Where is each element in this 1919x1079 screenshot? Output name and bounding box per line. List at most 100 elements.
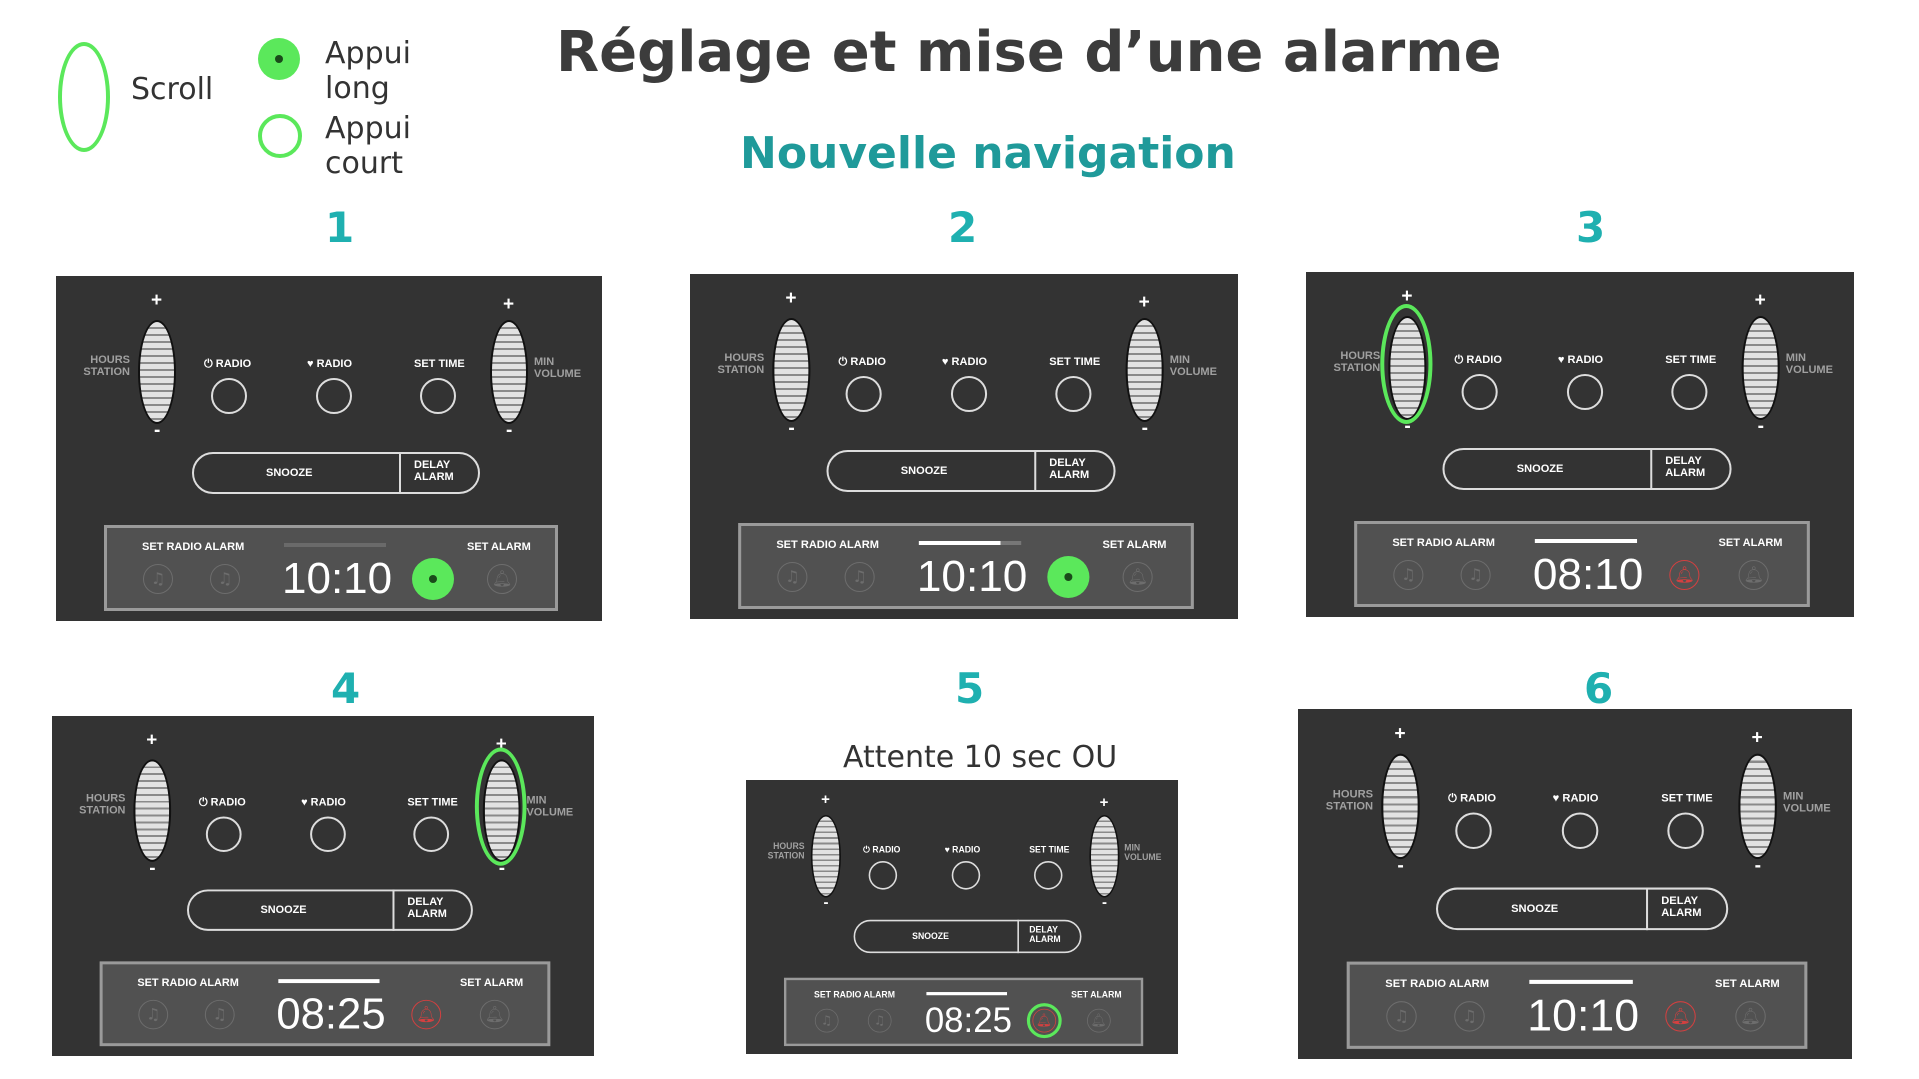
step-number: 6 [1584, 664, 1614, 713]
snooze-button[interactable]: SNOOZE [912, 931, 949, 942]
music-note-icon[interactable]: ♫ [1454, 1001, 1485, 1032]
hours-station-wheel[interactable] [138, 320, 176, 424]
radio-power-button[interactable] [1461, 374, 1498, 410]
radio-favorite-button[interactable] [1566, 374, 1604, 410]
short-press-highlight [1026, 1003, 1062, 1039]
progress-bar [278, 979, 380, 984]
min-volume-wheel[interactable] [1738, 753, 1777, 860]
hours-minus-label: - [1404, 416, 1411, 437]
progress-bar [284, 543, 386, 547]
scroll-highlight [1380, 304, 1433, 424]
radio-power-button[interactable] [211, 378, 247, 414]
bar-divider [1650, 448, 1653, 490]
bell-icon[interactable]: 🔔︎ [1738, 560, 1769, 590]
radio-power-button[interactable] [868, 861, 898, 890]
snooze-button[interactable]: SNOOZE [1511, 902, 1559, 915]
min-volume-wheel[interactable] [1089, 814, 1120, 898]
min-volume-wheel[interactable] [1125, 318, 1164, 422]
bell-icon[interactable]: 🔔︎ [487, 564, 517, 594]
min-plus-label: + [495, 733, 507, 755]
hours-station-wheel[interactable] [1381, 753, 1420, 860]
short-press-legend-label: Appui court [325, 111, 411, 181]
radio-power-button[interactable] [205, 816, 242, 852]
min-minus-label: - [1757, 416, 1764, 437]
radio-favorite-button[interactable] [310, 816, 346, 852]
min-plus-label: + [503, 294, 515, 315]
page-title: Réglage et mise d’une alarme [556, 20, 1502, 85]
bell-icon[interactable]: 🔔︎ [1087, 1008, 1111, 1033]
radio-favorite-button[interactable] [316, 378, 352, 414]
radio-heart-label: ♥ RADIO [301, 796, 346, 809]
music-note-icon[interactable]: ♫ [143, 564, 173, 594]
snooze-button[interactable]: SNOOZE [266, 467, 313, 479]
snooze-button[interactable]: SNOOZE [260, 904, 307, 917]
radio-favorite-button[interactable] [951, 861, 981, 890]
hours-station-wheel[interactable] [133, 759, 172, 862]
min-plus-label: + [1751, 727, 1763, 749]
bell-icon[interactable]: 🔔︎ [1669, 560, 1700, 590]
set-time-button[interactable] [413, 816, 450, 852]
radio-heart-label: ♥ RADIO [307, 358, 353, 370]
music-note-icon[interactable]: ♫ [138, 999, 169, 1030]
music-note-icon[interactable]: ♫ [867, 1008, 892, 1033]
set-time-button[interactable] [1055, 376, 1092, 412]
min-minus-label: - [1754, 855, 1762, 877]
lcd-display [738, 523, 1194, 609]
music-note-icon[interactable]: ♫ [777, 562, 808, 592]
set-time-button[interactable] [1034, 861, 1063, 890]
snooze-delay-bar [1435, 887, 1729, 931]
music-note-icon[interactable]: ♫ [1386, 1001, 1417, 1032]
bell-icon[interactable]: 🔔︎ [1122, 562, 1153, 592]
hours-plus-label: + [1394, 723, 1406, 745]
music-note-icon[interactable]: ♫ [210, 564, 240, 594]
music-note-icon[interactable]: ♫ [1460, 560, 1491, 590]
bell-icon[interactable]: 🔔︎ [411, 999, 442, 1030]
long-press-highlight [1047, 556, 1090, 598]
min-volume-wheel[interactable] [1741, 316, 1780, 420]
bell-icon[interactable]: 🔔︎ [1735, 1001, 1766, 1032]
music-note-icon[interactable]: ♫ [1393, 560, 1424, 590]
step-number: 5 [955, 664, 985, 713]
min-minus-label: - [1102, 894, 1108, 912]
snooze-button[interactable]: SNOOZE [1516, 463, 1564, 475]
bar-divider [1034, 450, 1037, 492]
hours-plus-label: + [1401, 286, 1413, 307]
radio-power-button[interactable] [1455, 812, 1492, 849]
set-time-button[interactable] [420, 378, 456, 414]
hours-station-wheel[interactable] [772, 318, 811, 422]
music-note-icon[interactable]: ♫ [844, 562, 875, 592]
lcd-display [783, 977, 1144, 1047]
min-volume-wheel[interactable] [490, 320, 528, 424]
set-alarm-label: SET ALARM [459, 977, 524, 989]
radio-favorite-button[interactable] [1561, 812, 1599, 849]
bell-icon[interactable]: 🔔︎ [479, 999, 510, 1030]
bell-icon[interactable]: 🔔︎ [1665, 1001, 1696, 1032]
set-time-button[interactable] [1667, 812, 1704, 849]
long-press-highlight [412, 558, 454, 600]
radio-power-button[interactable] [845, 376, 882, 412]
snooze-delay-bar [187, 889, 473, 931]
lcd-display [104, 525, 558, 611]
music-note-icon[interactable]: ♫ [814, 1008, 839, 1033]
snooze-delay-bar [192, 452, 480, 494]
set-time-button[interactable] [1671, 374, 1708, 410]
clock-time: 08:25 [924, 1000, 1012, 1040]
set-alarm-label: SET ALARM [1071, 990, 1122, 1000]
music-note-icon[interactable]: ♫ [204, 999, 235, 1030]
heart-icon: ♥ [941, 356, 949, 368]
radio-favorite-button[interactable] [950, 376, 988, 412]
hours-station-wheel[interactable] [810, 814, 841, 898]
snooze-button[interactable]: SNOOZE [900, 465, 948, 477]
bar-divider [392, 889, 395, 931]
